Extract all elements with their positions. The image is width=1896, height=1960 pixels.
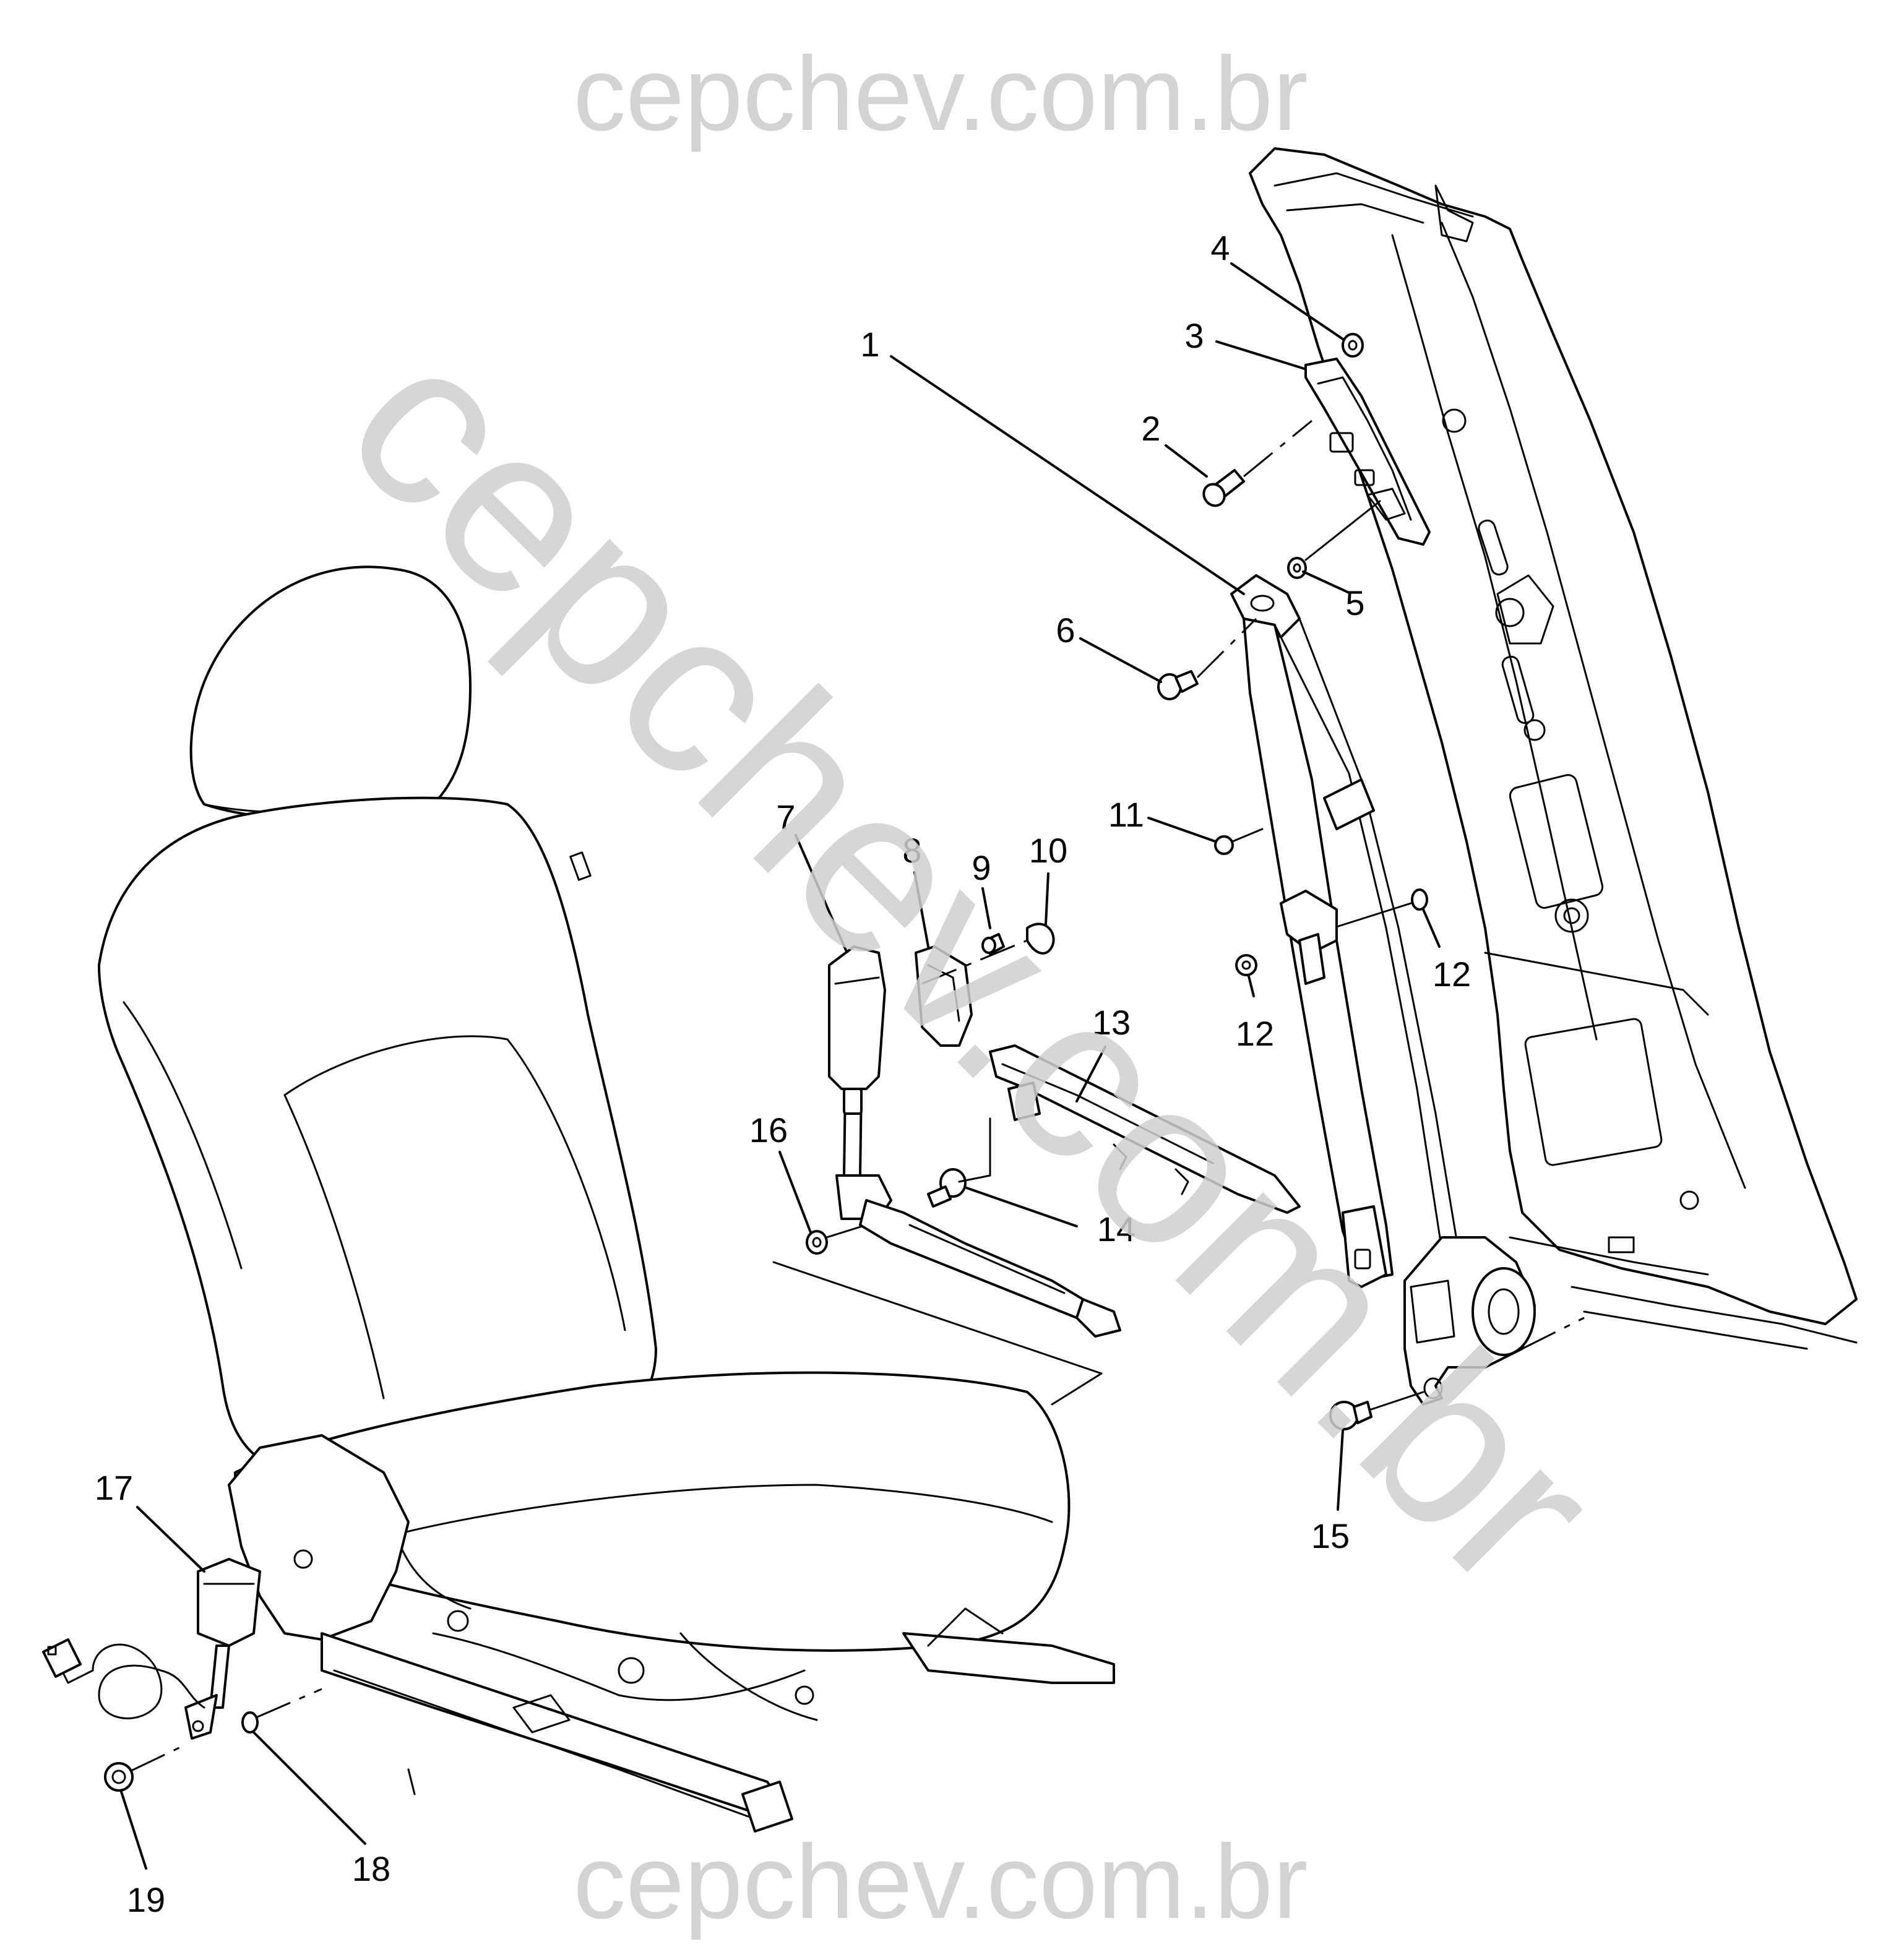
callout-8: 8 xyxy=(902,831,921,870)
callout-5: 5 xyxy=(1345,583,1364,622)
retractor xyxy=(1403,1236,1585,1406)
retainer-10 xyxy=(921,922,1055,985)
callout-9: 9 xyxy=(972,848,991,887)
callout-2: 2 xyxy=(1141,409,1160,448)
washer-4 xyxy=(1342,333,1364,358)
watermark-top: cepchev.com.br xyxy=(573,35,1308,153)
seat-belt-buckle-7 xyxy=(828,945,1121,1338)
clip-11 xyxy=(1214,828,1264,855)
callout-12-right: 12 xyxy=(1433,955,1471,994)
trim-panel-13 xyxy=(989,1044,1301,1214)
callout-labels: 1 2 3 4 5 6 7 8 9 10 11 12 12 13 14 15 1… xyxy=(95,228,1471,1919)
callout-16: 16 xyxy=(749,1111,788,1150)
b-pillar xyxy=(1249,147,1858,1350)
callout-1: 1 xyxy=(860,325,879,364)
clip-8 xyxy=(915,945,973,1047)
callout-4: 4 xyxy=(1210,228,1230,267)
height-adjuster xyxy=(1304,358,1431,546)
callout-7: 7 xyxy=(776,797,795,836)
bolt-6 xyxy=(1157,617,1257,700)
callout-12-left: 12 xyxy=(1236,1014,1274,1053)
callout-17: 17 xyxy=(95,1468,133,1507)
watermark-bottom: cepchev.com.br xyxy=(573,1823,1308,1941)
washer-18 xyxy=(241,1688,322,1734)
alignment-lines xyxy=(772,1261,1103,1406)
callout-11: 11 xyxy=(1108,795,1144,834)
callout-18: 18 xyxy=(352,1849,390,1888)
bolt-9 xyxy=(981,933,1005,955)
callout-15: 15 xyxy=(1311,1516,1350,1555)
washer-5 xyxy=(1287,500,1381,579)
shoulder-belt-webbing xyxy=(1230,574,1462,1288)
washer-12-left xyxy=(1235,954,1257,976)
seat xyxy=(98,565,1115,1833)
nut-19 xyxy=(104,1743,186,1792)
washer-12-right xyxy=(1335,888,1428,928)
seat-buckle-17 xyxy=(42,1558,261,1740)
bolt-14 xyxy=(927,1117,991,1208)
callout-10: 10 xyxy=(1029,831,1067,870)
leader-lines xyxy=(120,262,1441,1870)
callout-6: 6 xyxy=(1056,611,1075,650)
washer-16 xyxy=(806,1224,867,1255)
callout-3: 3 xyxy=(1184,316,1204,355)
callout-19: 19 xyxy=(127,1880,165,1919)
bolt-15 xyxy=(1329,1391,1424,1430)
bolt-2 xyxy=(1202,419,1312,507)
callout-13: 13 xyxy=(1092,1003,1131,1042)
callout-14: 14 xyxy=(1097,1210,1135,1249)
